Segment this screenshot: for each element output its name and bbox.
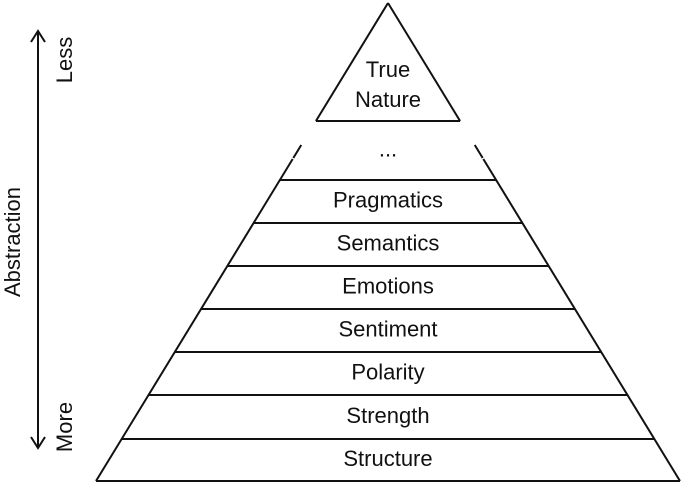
left-edge-lower (95, 158, 294, 482)
axis-top-label: Less (52, 37, 77, 83)
axis-arrow-up-icon (30, 29, 46, 43)
right-edge-lower (482, 158, 681, 482)
pyramid-layer-label: Nature (355, 87, 421, 112)
abstraction-axis: Abstraction Less More (0, 29, 77, 452)
left-edge-dash (292, 144, 303, 159)
pyramid-layer-label: True (366, 57, 410, 82)
right-edge-upper (387, 2, 461, 122)
pyramid-outline (95, 2, 681, 482)
left-edge-upper (315, 2, 389, 122)
pyramid-layer-label: ... (379, 136, 397, 161)
pyramid-layer-label: Semantics (337, 230, 440, 255)
pyramid-layer-label: Strength (346, 403, 429, 428)
axis-bottom-label: More (52, 402, 77, 452)
axis-title: Abstraction (0, 187, 25, 297)
pyramid-layer-label: Emotions (342, 273, 434, 298)
right-edge-dash (473, 144, 484, 159)
pyramid-layer-label: Structure (343, 446, 432, 471)
pyramid-layer-label: Polarity (351, 359, 424, 384)
pyramid-dividers (121, 120, 655, 440)
pyramid-layer-label: Pragmatics (333, 187, 443, 212)
axis-arrow-down-icon (30, 436, 46, 450)
pyramid-layer-label: Sentiment (338, 316, 437, 341)
